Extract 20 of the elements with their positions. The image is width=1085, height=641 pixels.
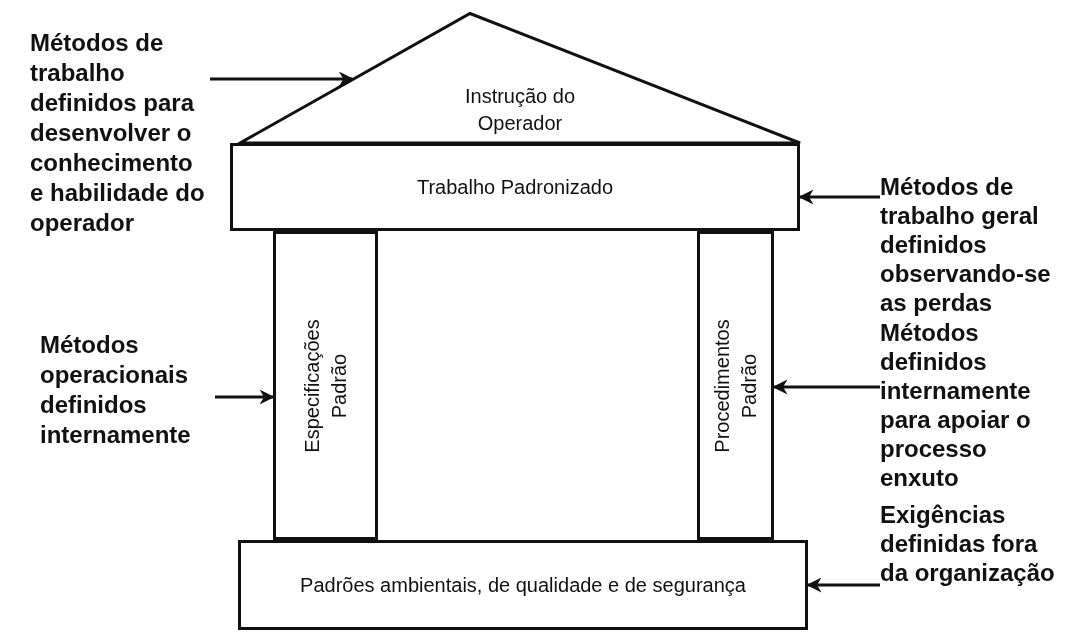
arrow <box>798 189 880 205</box>
foundation-box <box>238 540 808 630</box>
roof-triangle <box>240 12 800 143</box>
arrow <box>215 389 275 405</box>
pillar-label: Especificações Padrão <box>299 317 351 455</box>
pillar-label: Procedimentos Padrão <box>709 317 761 455</box>
pillar-box <box>697 231 774 540</box>
box-label: Padrões ambientais, de qualidade e de segurança <box>299 572 747 598</box>
arrow <box>210 71 354 87</box>
pillar-box <box>273 231 378 540</box>
annotation-text: Métodos definidos internamente para apoiar o processo enxuto <box>880 318 1070 492</box>
annotation-text: Exigências definidas fora da organização <box>880 500 1070 616</box>
beam-box <box>230 143 800 231</box>
arrow <box>806 577 880 593</box>
annotation-text: Métodos de trabalho definidos para desenvolver o conhecimento e habilidade do operador <box>30 28 210 240</box>
arrow <box>772 379 880 395</box>
roof-label: Instrução do Operador <box>463 84 577 136</box>
box-label: Trabalho Padronizado <box>415 174 615 200</box>
annotation-text: Métodos operacionais definidos internamente <box>40 330 215 452</box>
annotation-text: Métodos de trabalho geral definidos observando-se as perdas <box>880 172 1070 317</box>
